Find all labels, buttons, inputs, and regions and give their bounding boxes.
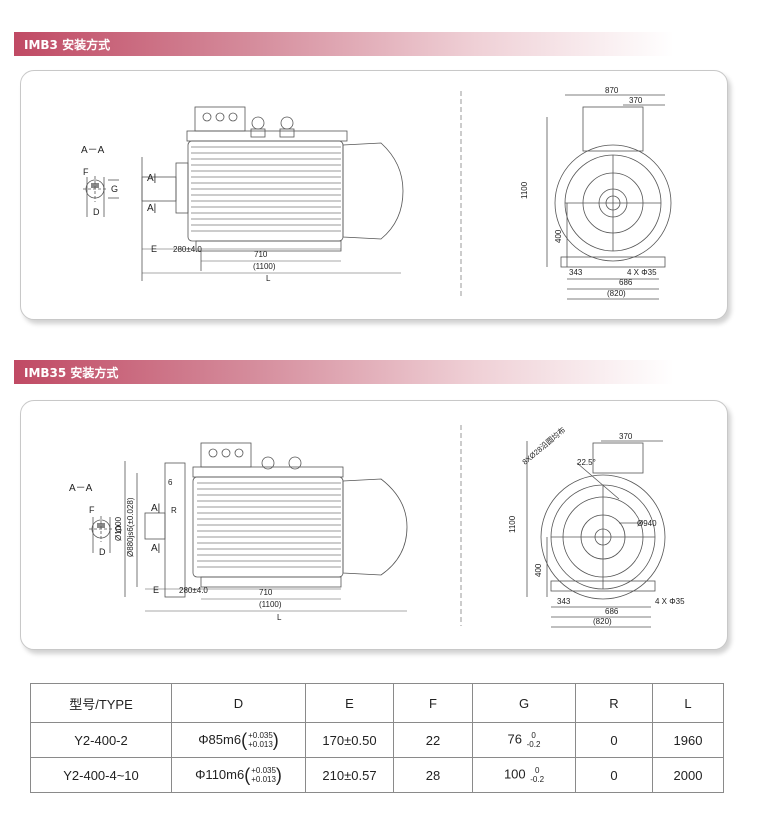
cell-l: 1960 (652, 722, 724, 758)
section-label: A－A (81, 145, 105, 156)
cell-r: 0 (575, 722, 653, 758)
cell-e: 210±0.57 (305, 757, 394, 793)
dim-f: F (83, 167, 89, 177)
header-g: G (472, 683, 576, 723)
dim-400: 400 (554, 229, 563, 243)
motor-drawing-imb3: A－A F G D A| A| E 280±4.0 710 (1100) L 8… (81, 86, 672, 300)
cell-g: 76 0-0.2 (472, 722, 576, 758)
section-mark-top: A| (151, 503, 160, 514)
dim-280: 280±4.0 (179, 586, 208, 595)
cell-g: 100 0-0.2 (472, 757, 576, 793)
dim-e: E (151, 244, 157, 254)
dim-343: 343 (557, 597, 571, 606)
d-tol-up: +0.035 (248, 731, 273, 740)
drawing-panel-imb35: A－A F G D A| A| R 6 Ø1000 Ø880js6(±0.028… (20, 400, 728, 650)
dim-g: G (111, 184, 118, 194)
cell-f: 28 (393, 757, 473, 793)
cell-l: 2000 (652, 757, 724, 793)
dim-l: L (266, 274, 271, 283)
dim-1100-paren: (1100) (253, 262, 276, 271)
header-r: R (575, 683, 653, 723)
motor-end-view-imb3 (546, 94, 672, 300)
dim-d: D (93, 207, 100, 217)
dim-holes: 4 X Φ35 (627, 268, 657, 277)
header-d: D (171, 683, 306, 723)
dim-holes: 4 X Φ35 (655, 597, 685, 606)
cell-r: 0 (575, 757, 653, 793)
dim-l: L (277, 613, 282, 622)
section-title: IMB3 安装方式 (24, 38, 111, 52)
header-f: F (393, 683, 473, 723)
cell-d: Φ85m6(+0.035+0.013) (171, 722, 306, 758)
dim-710: 710 (259, 588, 273, 597)
g-tol-up: 0 (534, 766, 540, 775)
dim-870: 870 (605, 86, 619, 95)
dim-r: R (171, 506, 177, 515)
table-row: Y2-400-4~10 Φ110m6(+0.035+0.013) 210±0.5… (30, 757, 724, 793)
dim-22-5: 22.5° (577, 458, 596, 467)
dim-6: 6 (168, 478, 173, 487)
d-tol-down: +0.013 (248, 740, 273, 749)
header-type: 型号/TYPE (30, 683, 172, 723)
section-mark-top: A| (147, 173, 156, 184)
d-value: Φ110m6 (195, 766, 245, 782)
cell-d: Φ110m6(+0.035+0.013) (171, 757, 306, 793)
dim-f: F (89, 505, 95, 515)
cell-type: Y2-400-4~10 (30, 757, 172, 793)
cooling-fins (197, 482, 341, 568)
section-header-imb35: IMB35 安装方式 (14, 360, 674, 384)
header-e: E (305, 683, 394, 723)
motor-drawing-imb35: A－A F G D A| A| R 6 Ø1000 Ø880js6(±0.028… (69, 424, 685, 628)
dim-880: Ø880js6(±0.028) (126, 497, 135, 557)
section-label: A－A (69, 483, 93, 494)
cooling-fins (191, 146, 341, 232)
dim-820: (820) (607, 289, 626, 298)
d-tol-down: +0.013 (251, 775, 276, 784)
d-tol-up: +0.035 (251, 766, 276, 775)
spec-table: 型号/TYPE D E F G R L Y2-400-2 Φ85m6(+0.03… (30, 683, 724, 793)
cell-e: 170±0.50 (305, 722, 394, 758)
dim-g: G (115, 524, 122, 534)
dim-686: 686 (619, 278, 633, 287)
table-row: Y2-400-2 Φ85m6(+0.035+0.013) 170±0.50 22… (30, 722, 724, 758)
section-mark-bottom: A| (147, 203, 156, 214)
header-l: L (652, 683, 724, 723)
motor-end-view-imb35 (526, 440, 666, 628)
g-value: 76 (507, 731, 523, 747)
section-header-imb3: IMB3 安装方式 (14, 32, 674, 56)
section-mark-bottom: A| (151, 543, 160, 554)
dim-370: 370 (619, 432, 633, 441)
dim-1100-paren: (1100) (259, 600, 282, 609)
dim-1000: Ø1000 (114, 516, 123, 541)
dim-940: Ø940 (637, 519, 657, 528)
dim-370: 370 (629, 96, 643, 105)
dim-686: 686 (605, 607, 619, 616)
dim-820: (820) (593, 617, 612, 626)
drawing-panel-imb3: A－A F G D A| A| E 280±4.0 710 (1100) L 8… (20, 70, 728, 320)
dim-280: 280±4.0 (173, 245, 202, 254)
table-header-row: 型号/TYPE D E F G R L (30, 683, 724, 723)
cell-f: 22 (393, 722, 473, 758)
section-title: IMB35 安装方式 (24, 366, 119, 380)
dim-d: D (99, 547, 106, 557)
g-tol-up: 0 (531, 731, 536, 740)
dim-343: 343 (569, 268, 583, 277)
dim-e: E (153, 585, 159, 595)
g-tol-down: -0.2 (530, 775, 545, 784)
dim-1100: 1100 (508, 515, 517, 533)
dim-1100: 1100 (520, 181, 529, 199)
d-value: Φ85m6 (198, 731, 242, 747)
g-tol-down: -0.2 (526, 740, 541, 749)
dim-710: 710 (254, 250, 268, 259)
cell-type: Y2-400-2 (30, 722, 172, 758)
g-value: 100 (503, 766, 526, 782)
dim-400: 400 (534, 563, 543, 577)
